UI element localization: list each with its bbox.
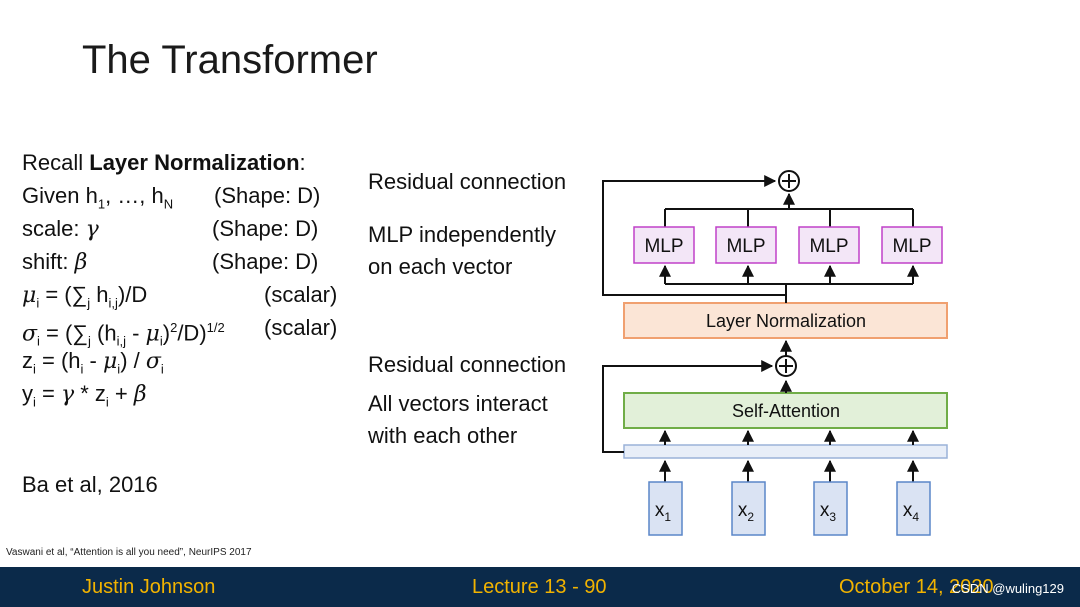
mlp-output-merge: [664, 192, 914, 227]
footer-bar: Justin Johnson Lecture 13 - 90 October 1…: [0, 567, 1080, 607]
layer-norm-label: Layer Normalization: [706, 311, 866, 331]
residual-label-bottom: Residual connection: [368, 352, 567, 377]
add-node-bottom: [775, 355, 797, 377]
mlp-label-1: MLP: [644, 236, 683, 257]
attention-input-arrows: [659, 429, 919, 445]
citation: Vaswani et al, “Attention is all you nee…: [6, 547, 252, 558]
attention-description: All vectors interact with each other: [368, 391, 548, 448]
y-line: yi = γ * zi + β: [22, 381, 147, 410]
mlp-label-2: MLP: [726, 236, 765, 257]
input-boxes: [648, 481, 931, 536]
input-label-1: x1: [655, 500, 672, 524]
watermark: CSDN @wuling129: [951, 581, 1064, 596]
slide-title: The Transformer: [82, 38, 378, 82]
input-label-2: x2: [738, 500, 755, 524]
input-box-1: [648, 481, 683, 536]
input-arrows: [659, 459, 919, 482]
input-box-2: [731, 481, 766, 536]
mlp-input-branches: [659, 264, 919, 303]
input-box-3: [813, 481, 848, 536]
shift-line: shift: β (Shape: D): [22, 249, 319, 275]
self-attention-label: Self-Attention: [732, 401, 840, 421]
footer-author: Justin Johnson: [82, 576, 216, 598]
mlp-label-3: MLP: [809, 236, 848, 257]
scale-line: scale: γ (Shape: D): [22, 216, 319, 242]
mlp-label-4: MLP: [892, 236, 931, 257]
mlp-description: MLP independently on each vector: [368, 222, 556, 279]
mlp-box-3: [798, 226, 860, 264]
layer-norm-equations: Recall Layer Normalization: Given h1, …,…: [22, 146, 338, 410]
mlp-box-4: [881, 226, 943, 264]
z-line: zi = (hi - μi) / σi: [22, 348, 164, 377]
input-label-3: x3: [820, 500, 837, 524]
mlp-boxes: [633, 226, 943, 264]
mlp-box-1: [633, 226, 695, 264]
input-label-4: x4: [903, 500, 920, 524]
footer-date: October 14, 2020: [839, 576, 994, 598]
residual-path-bottom: [602, 360, 774, 453]
input-vectors-bar: [623, 444, 948, 459]
input-box-4: [896, 481, 931, 536]
residual-label-top: Residual connection: [368, 169, 567, 194]
transformer-block-diagram: MLP MLP MLP MLP Layer Normalization Self…: [602, 170, 948, 536]
given-line: Given h1, …, hN (Shape: D): [22, 183, 321, 212]
mlp-box-2: [715, 226, 777, 264]
footer-lecture: Lecture 13 - 90: [472, 576, 607, 598]
add-node-top: [778, 170, 800, 192]
std-line: σi = (∑j (hi,j - μi)2/D)1/2 (scalar): [22, 315, 338, 349]
reference-text: Ba et al, 2016: [22, 472, 158, 497]
mean-line: μi = (∑j hi,j)/D (scalar): [22, 282, 338, 311]
recall-line: Recall Layer Normalization:: [22, 150, 306, 175]
